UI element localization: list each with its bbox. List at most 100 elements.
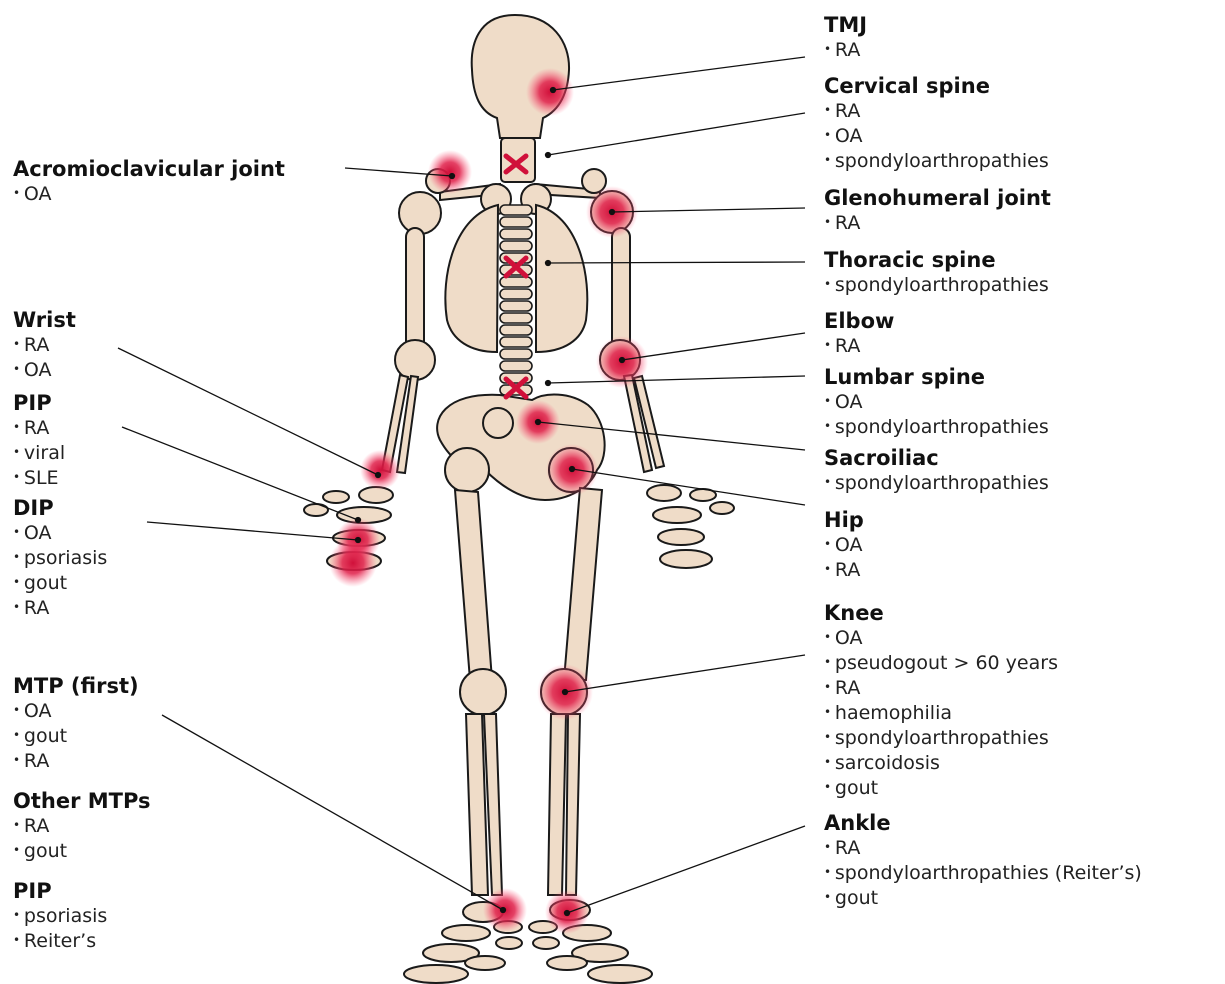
- vertebra: [500, 361, 532, 371]
- label-item: RA: [824, 37, 867, 62]
- leader-dot: [546, 381, 551, 386]
- label-lumbar-spine: Lumbar spine OA spondyloarthropathies: [824, 365, 1049, 439]
- label-title: Knee: [824, 601, 1058, 625]
- label-item: RA: [13, 332, 76, 357]
- vertebra: [500, 289, 532, 299]
- label-item: gout: [13, 723, 139, 748]
- label-title: Acromioclavicular joint: [13, 157, 285, 181]
- vertebra: [500, 325, 532, 335]
- vertebra: [500, 349, 532, 359]
- label-item: OA: [824, 389, 1049, 414]
- vertebra: [500, 277, 532, 287]
- leader-dot: [376, 473, 381, 478]
- label-title: MTP (first): [13, 674, 139, 698]
- leader-line: [572, 469, 805, 505]
- label-acromioclavicular-joint: Acromioclavicular joint OA: [13, 157, 285, 206]
- label-item: gout: [824, 775, 1058, 800]
- label-title: Glenohumeral joint: [824, 186, 1051, 210]
- leader-line: [548, 376, 805, 383]
- vertebra: [500, 337, 532, 347]
- leader-dot: [563, 690, 568, 695]
- leader-line: [612, 208, 805, 212]
- label-wrist: Wrist RA OA: [13, 308, 76, 382]
- label-item: psoriasis: [13, 545, 107, 570]
- label-elbow: Elbow RA: [824, 309, 894, 358]
- label-title: Other MTPs: [13, 789, 151, 813]
- label-item: gout: [13, 570, 107, 595]
- label-item: OA: [13, 357, 76, 382]
- vertebra: [500, 205, 532, 215]
- vertebra: [500, 241, 532, 251]
- label-title: Sacroiliac: [824, 446, 1049, 470]
- label-title: PIP: [13, 879, 107, 903]
- label-cervical-spine: Cervical spine RA OA spondyloarthropathi…: [824, 74, 1049, 173]
- label-item: spondyloarthropathies (Reiter’s): [824, 860, 1142, 885]
- label-item: spondyloarthropathies: [824, 414, 1049, 439]
- label-tmj: TMJ RA: [824, 13, 867, 62]
- label-item: OA: [13, 181, 285, 206]
- label-dip: DIP OA psoriasis gout RA: [13, 496, 107, 620]
- label-item: viral: [13, 440, 65, 465]
- label-item: RA: [13, 748, 139, 773]
- label-item: OA: [13, 698, 139, 723]
- leader-line: [162, 715, 503, 910]
- label-item: RA: [824, 333, 894, 358]
- label-mtp-first: MTP (first) OA gout RA: [13, 674, 139, 773]
- label-item: OA: [13, 520, 107, 545]
- label-item: OA: [824, 123, 1049, 148]
- leader-dot: [546, 153, 551, 158]
- leader-dot: [356, 538, 361, 543]
- label-item: spondyloarthropathies: [824, 725, 1058, 750]
- label-title: PIP: [13, 391, 65, 415]
- leader-line: [622, 333, 805, 360]
- label-item: OA: [824, 625, 1058, 650]
- leader-dot: [570, 467, 575, 472]
- label-title: Hip: [824, 508, 864, 532]
- label-item: RA: [13, 813, 151, 838]
- label-item: spondyloarthropathies: [824, 272, 1049, 297]
- label-title: Cervical spine: [824, 74, 1049, 98]
- leader-dot: [551, 88, 556, 93]
- label-other-mtps: Other MTPs RA gout: [13, 789, 151, 863]
- label-item: sarcoidosis: [824, 750, 1058, 775]
- leader-dot: [450, 174, 455, 179]
- label-item: gout: [13, 838, 151, 863]
- label-item: Reiter’s: [13, 928, 107, 953]
- label-item: SLE: [13, 465, 65, 490]
- label-item: RA: [824, 210, 1051, 235]
- label-item: spondyloarthropathies: [824, 148, 1049, 173]
- label-item: haemophilia: [824, 700, 1058, 725]
- leader-dot: [356, 518, 361, 523]
- leader-line: [548, 262, 805, 263]
- leader-line: [147, 522, 358, 540]
- label-item: pseudogout > 60 years: [824, 650, 1058, 675]
- vertebra: [500, 229, 532, 239]
- leader-line: [122, 427, 358, 520]
- label-glenohumeral-joint: Glenohumeral joint RA: [824, 186, 1051, 235]
- label-item: RA: [13, 415, 65, 440]
- label-ankle: Ankle RA spondyloarthropathies (Reiter’s…: [824, 811, 1142, 910]
- leader-line: [118, 348, 378, 475]
- label-title: Ankle: [824, 811, 1142, 835]
- label-item: RA: [13, 595, 107, 620]
- label-title: Wrist: [13, 308, 76, 332]
- label-pip-foot: PIP psoriasis Reiter’s: [13, 879, 107, 953]
- leader-line: [553, 57, 805, 90]
- vertebra: [500, 301, 532, 311]
- leader-dot: [501, 908, 506, 913]
- label-hip: Hip OA RA: [824, 508, 864, 582]
- label-item: RA: [824, 557, 864, 582]
- label-item: RA: [824, 98, 1049, 123]
- label-sacroiliac: Sacroiliac spondyloarthropathies: [824, 446, 1049, 495]
- label-title: Thoracic spine: [824, 248, 1049, 272]
- leader-dot: [536, 420, 541, 425]
- label-item: OA: [824, 532, 864, 557]
- label-item: RA: [824, 675, 1058, 700]
- label-title: Lumbar spine: [824, 365, 1049, 389]
- label-title: DIP: [13, 496, 107, 520]
- leader-dot: [565, 911, 570, 916]
- leader-dot: [620, 358, 625, 363]
- leader-line: [567, 826, 805, 913]
- label-title: Elbow: [824, 309, 894, 333]
- label-pip-hand: PIP RA viral SLE: [13, 391, 65, 490]
